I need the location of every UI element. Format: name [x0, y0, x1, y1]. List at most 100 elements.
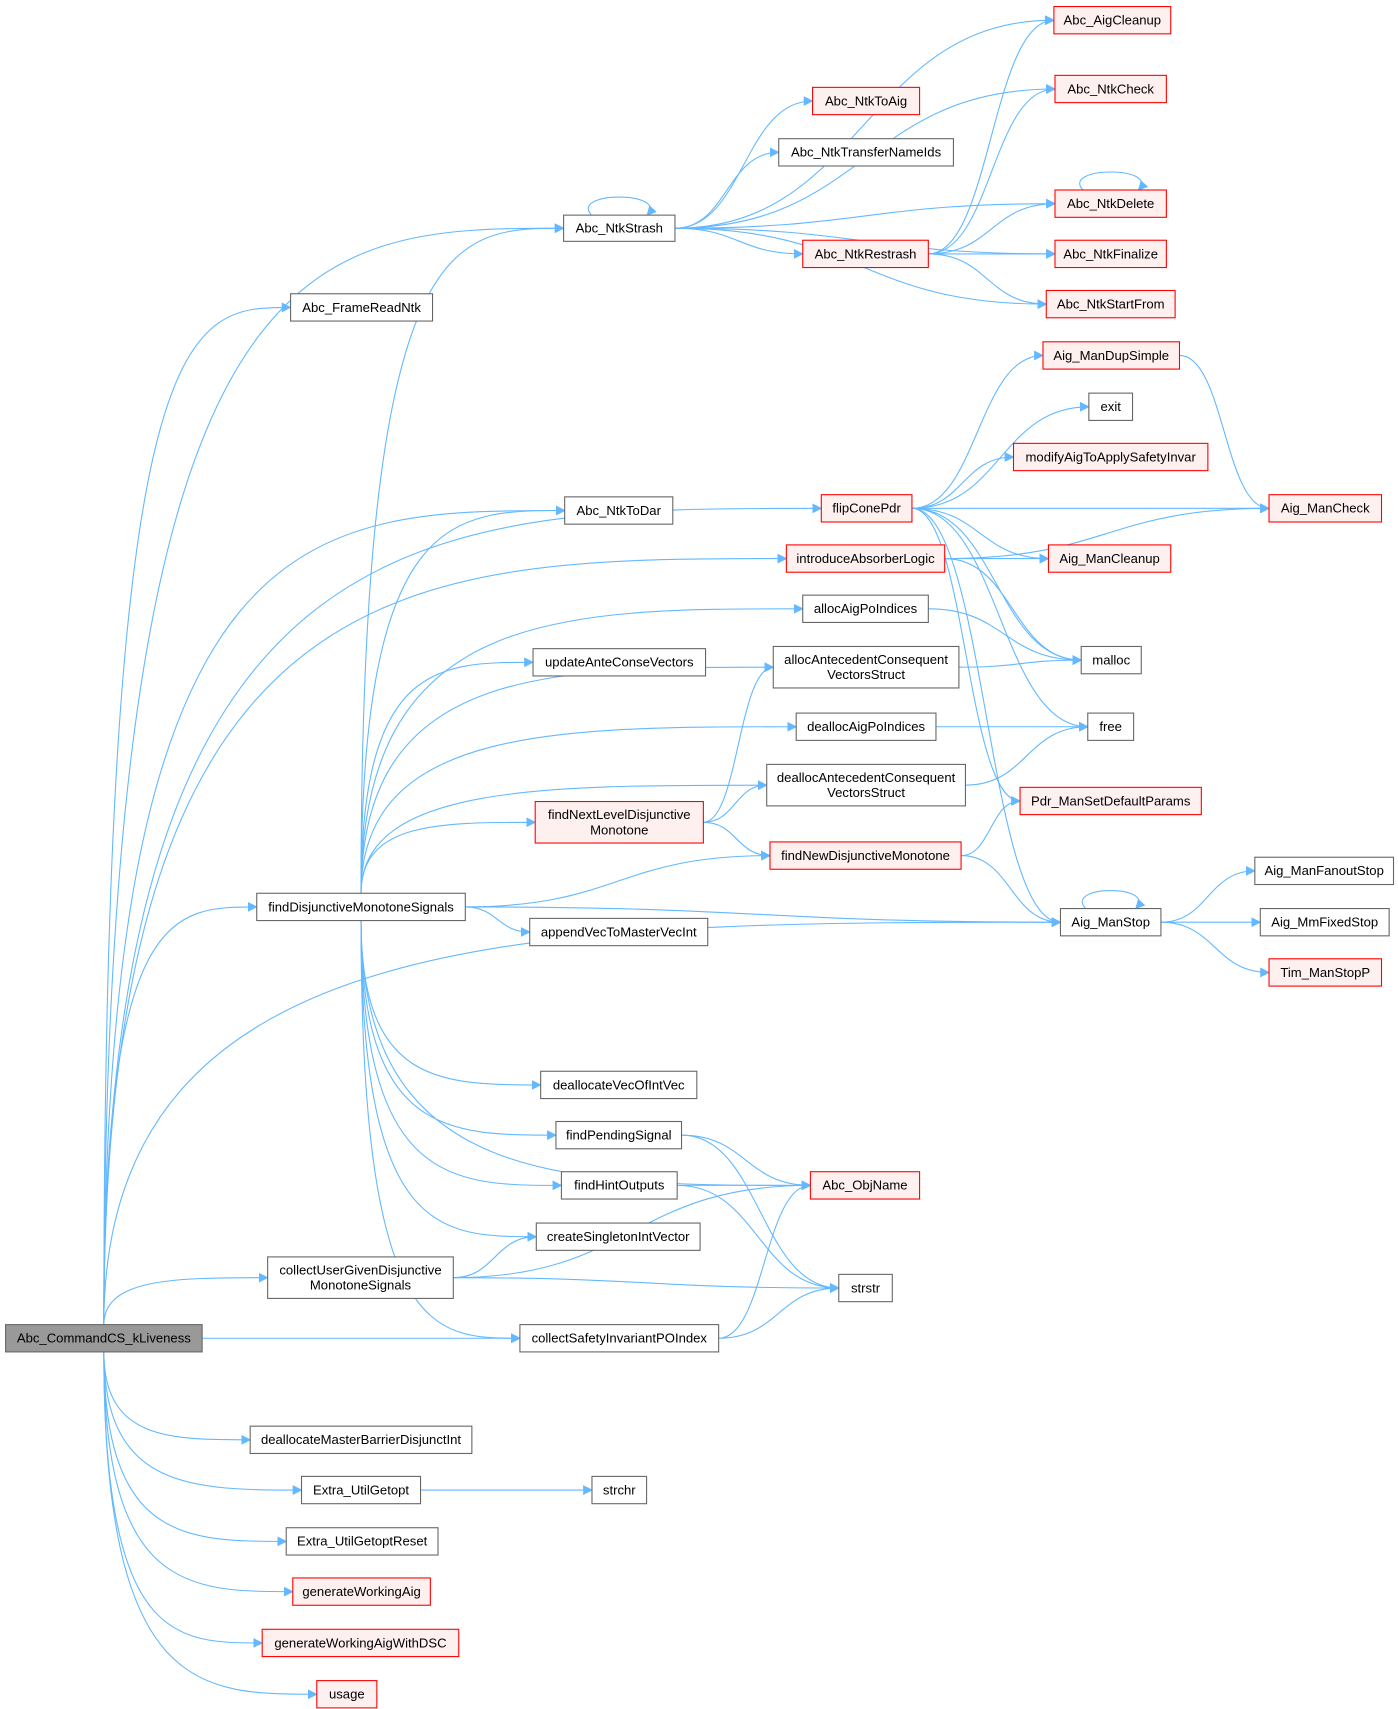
node-strstr[interactable]: strstr [838, 1273, 893, 1303]
node-box [300, 1475, 422, 1505]
node-aig-manstop[interactable]: Aig_ManStop [1059, 908, 1162, 937]
node-abc-ntkdelete[interactable]: Abc_NtkDelete [1054, 189, 1167, 218]
node-box [1080, 645, 1142, 675]
edge-finddisjunctivemonotonesignals-to-abc-ntktodar [360, 505, 566, 894]
node-abc-ntktransfernameids[interactable]: Abc_NtkTransferNameIds [778, 138, 954, 167]
node-label: Pdr_ManSetDefaultParams [1031, 793, 1191, 808]
node-abc-ntkcheck[interactable]: Abc_NtkCheck [1054, 74, 1167, 104]
node-tim-manstopp[interactable]: Tim_ManStopP [1268, 958, 1383, 987]
node-box [1045, 289, 1176, 319]
node-generateworkingaigwithdsc[interactable]: generateWorkingAigWithDSC [261, 1628, 460, 1658]
node-deallocatevecofintvec[interactable]: deallocateVecOfIntVec [540, 1070, 698, 1100]
node-findnewdisjunctivemonotone[interactable]: findNewDisjunctiveMonotone [769, 841, 962, 870]
node-deallocaigpoindices[interactable]: deallocAigPoIndices [795, 712, 937, 741]
node-extra-utilgetopt[interactable]: Extra_UtilGetopt [300, 1475, 422, 1505]
edge-abc-ntkstrash-to-abc-aigcleanup [674, 15, 1055, 229]
node-box [1268, 958, 1383, 987]
node-findpendingsignal[interactable]: findPendingSignal [555, 1120, 683, 1150]
node-label: flipConePdr [832, 501, 901, 516]
node-label: introduceAbsorberLogic [796, 551, 935, 566]
node-box [555, 1120, 683, 1150]
node-updateanteconsevectors[interactable]: updateAnteConseVectors [532, 648, 707, 677]
node-aig-mancheck[interactable]: Aig_ManCheck [1268, 494, 1383, 523]
node-abc-aigcleanup[interactable]: Abc_AigCleanup [1053, 6, 1172, 35]
node-appendvectomastervecint[interactable]: appendVecToMasterVecInt [529, 917, 709, 947]
edge-abc-ntkstrash-to-abc-ntkrestrash [674, 227, 804, 259]
edge-finddisjunctivemonotonesignals-to-findnewdisjunctivemonotone [465, 850, 771, 908]
node-deallocatemasterbarrierdisjunctint[interactable]: deallocateMasterBarrierDisjunctInt [249, 1425, 473, 1455]
node-label: strchr [603, 1482, 636, 1497]
node-modifyaigtoapplysafetyinvar[interactable]: modifyAigToApplySafetyInvar [1012, 442, 1209, 472]
edge-finddisjunctivemonotonesignals-to-allocantecedentconsequentvectorsstruct [360, 662, 775, 894]
node-label: Tim_ManStopP [1280, 965, 1370, 980]
node-aig-mancleanup[interactable]: Aig_ManCleanup [1047, 544, 1172, 573]
node-abc-framereadntk[interactable]: Abc_FrameReadNtk [290, 293, 434, 322]
node-allocaigpoindices[interactable]: allocAigPoIndices [802, 594, 929, 623]
node-generateworkingaig[interactable]: generateWorkingAig [292, 1577, 431, 1606]
node-label: allocAntecedentConsequent [784, 652, 948, 667]
node-abc-ntkstartfrom[interactable]: Abc_NtkStartFrom [1045, 289, 1176, 319]
edge-collectsafetyinvariantpoindex-to-abc-objname [718, 1180, 812, 1339]
edge-abc-commandcs-kliveness-to-aig-manstop [103, 917, 1062, 1325]
node-label: Abc_NtkToDar [577, 503, 662, 518]
node-collectusergivendisjunctivemonotonesignals[interactable]: collectUserGivenDisjunctiveMonotoneSigna… [267, 1256, 454, 1299]
node-label: allocAigPoIndices [814, 601, 918, 616]
node-collectsafetyinvariantpoindex[interactable]: collectSafetyInvariantPOIndex [519, 1324, 720, 1353]
node-label: Aig_ManDupSimple [1053, 348, 1169, 363]
node-introduceabsorberlogic[interactable]: introduceAbsorberLogic [785, 544, 946, 573]
edge-findnextleveldisjunctivemonotone-to-deallocantecedentconsequentvectorsstruct [703, 780, 768, 823]
node-box [532, 648, 707, 677]
node-box [1053, 6, 1172, 35]
node-abc-ntkrestrash[interactable]: Abc_NtkRestrash [802, 239, 929, 269]
node-finddisjunctivemonotonesignals[interactable]: findDisjunctiveMonotoneSignals [256, 892, 466, 922]
node-label: findNewDisjunctiveMonotone [781, 848, 950, 863]
node-box [529, 917, 709, 947]
edge-finddisjunctivemonotonesignals-to-findhintoutputs [360, 920, 563, 1191]
node-abc-ntkfinalize[interactable]: Abc_NtkFinalize [1054, 239, 1167, 269]
node-label: Aig_ManCheck [1281, 501, 1370, 516]
node-box [772, 645, 960, 689]
edge-abc-commandcs-kliveness-to-generateworkingaigwithdsc [103, 1351, 264, 1648]
node-findhintoutputs[interactable]: findHintOutputs [560, 1171, 678, 1200]
node-box [1047, 544, 1172, 573]
node-flipconepdr[interactable]: flipConePdr [820, 494, 913, 523]
node-abc-commandcs-kliveness[interactable]: Abc_CommandCS_kLiveness [5, 1324, 203, 1353]
node-box [1042, 341, 1181, 370]
node-abc-ntktoaig[interactable]: Abc_NtkToAig [812, 86, 921, 116]
node-label: VectorsStruct [827, 785, 905, 800]
node-label: malloc [1092, 652, 1130, 667]
edge-findhintoutputs-to-strstr [677, 1184, 840, 1293]
edge-abc-commandcs-kliveness-to-collectusergivendisjunctivemonotonesignals [103, 1272, 269, 1325]
node-box [766, 763, 966, 807]
nodes-layer: Abc_CommandCS_kLivenessAbc_FrameReadNtkA… [5, 6, 1395, 1709]
node-strchr[interactable]: strchr [591, 1475, 648, 1505]
node-box [769, 841, 962, 870]
node-free[interactable]: free [1087, 712, 1135, 741]
edge-abc-commandcs-kliveness-to-introduceabsorberlogic [103, 553, 788, 1325]
node-aig-manfanoutstop[interactable]: Aig_ManFanoutStop [1254, 856, 1395, 886]
node-abc-ntkstrash[interactable]: Abc_NtkStrash [563, 214, 676, 242]
node-aig-mmfixedstop[interactable]: Aig_MmFixedStop [1259, 908, 1390, 937]
edge-aig-manstop-to-aig-manfanoutstop [1160, 865, 1256, 923]
node-box [1268, 494, 1383, 523]
edge-abc-commandcs-kliveness-to-extra-utilgetopt [103, 1351, 303, 1495]
node-pdr-mansetdefaultparams[interactable]: Pdr_ManSetDefaultParams [1019, 786, 1202, 816]
node-box [1054, 239, 1167, 269]
node-label: deallocateMasterBarrierDisjunctInt [261, 1432, 461, 1447]
node-malloc[interactable]: malloc [1080, 645, 1142, 675]
node-usage[interactable]: usage [316, 1680, 378, 1709]
node-extra-utilgetoptreset[interactable]: Extra_UtilGetoptReset [285, 1527, 439, 1556]
edge-findpendingsignal-to-strstr [681, 1134, 840, 1293]
node-exit[interactable]: exit [1088, 392, 1134, 421]
node-box [1087, 712, 1135, 741]
node-abc-objname[interactable]: Abc_ObjName [809, 1171, 921, 1200]
node-abc-ntktodar[interactable]: Abc_NtkToDar [564, 496, 674, 525]
node-aig-mandupsimple[interactable]: Aig_ManDupSimple [1042, 341, 1181, 370]
node-createsingletonintvector[interactable]: createSingletonIntVector [535, 1222, 701, 1251]
edge-abc-commandcs-kliveness-to-deallocatemasterbarrierdisjunctint [103, 1351, 252, 1445]
node-box [292, 1577, 431, 1606]
